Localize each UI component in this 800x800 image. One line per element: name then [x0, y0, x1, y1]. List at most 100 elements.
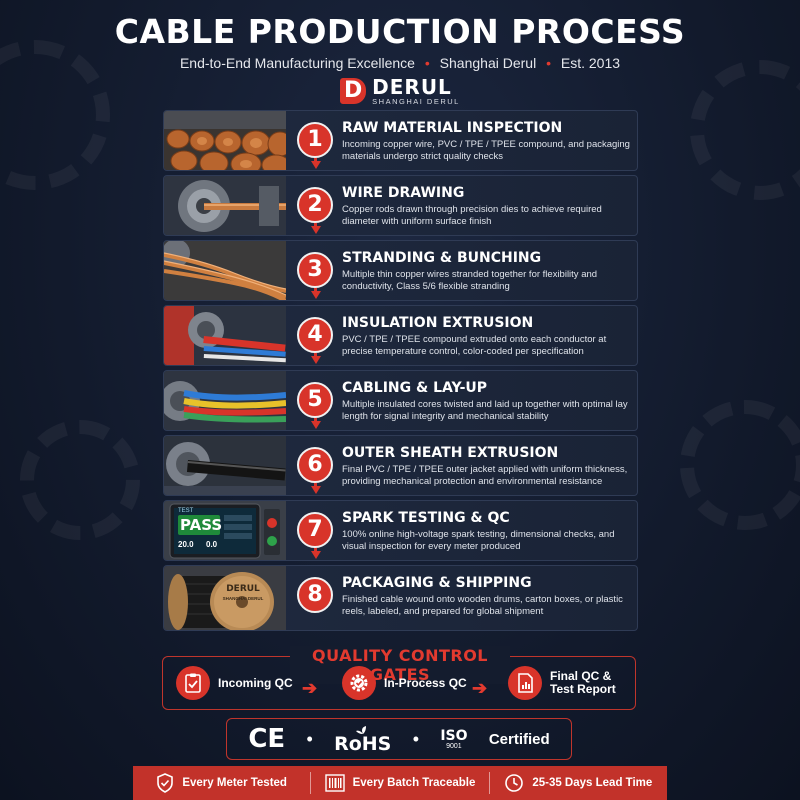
- step-description: Multiple thin copper wires stranded toge…: [342, 269, 598, 292]
- copper-spools-image: [164, 111, 286, 170]
- step-description: 100% online high-voltage spark testing, …: [342, 529, 615, 552]
- leaf-icon: [355, 725, 366, 734]
- footer-item-tested: Every Meter Tested: [133, 773, 310, 793]
- step-title: CABLING & LAY-UP: [342, 380, 488, 396]
- arrow-down-icon: [311, 291, 321, 299]
- step-title: PACKAGING & SHIPPING: [342, 575, 532, 591]
- cable-drum-image: DERUL SHANGHAI DERUL: [164, 566, 286, 630]
- footer-label: 25-35 Days Lead Time: [532, 777, 653, 789]
- qc-gate-final: Final QC & Test Report: [508, 666, 620, 700]
- qc-gate-incoming: Incoming QC: [176, 666, 293, 700]
- background-gear-icon: [680, 400, 800, 530]
- process-steps: 1 RAW MATERIAL INSPECTION Incoming coppe…: [163, 110, 638, 635]
- rohs-mark: RoHS: [334, 725, 391, 754]
- qc-gate-in-process: In-Process QC: [342, 666, 467, 700]
- background-gear-icon: [20, 420, 140, 540]
- step-description: Finished cable wound onto wooden drums, …: [342, 594, 623, 617]
- ce-mark: CE: [248, 724, 286, 754]
- step-number-badge: 3: [297, 252, 333, 288]
- process-step: 4 INSULATION EXTRUSION PVC / TPE / TPEE …: [163, 305, 638, 366]
- logo-subtitle: SHANGHAI DERUL: [372, 97, 460, 106]
- logo-name: DERUL: [372, 75, 452, 99]
- report-chart-icon: [508, 666, 542, 700]
- barcode-icon: [324, 774, 345, 792]
- extruder-red-image: [164, 306, 286, 365]
- shield-check-icon: [157, 773, 174, 793]
- step-description: Copper rods drawn through precision dies…: [342, 204, 602, 227]
- footer-label: Every Meter Tested: [182, 777, 287, 789]
- step-title: WIRE DRAWING: [342, 185, 465, 201]
- step-number-badge: 1: [297, 122, 333, 158]
- stranded-copper-image: [164, 241, 286, 300]
- clipboard-check-icon: [176, 666, 210, 700]
- arrow-down-icon: [311, 226, 321, 234]
- footer-item-lead-time: 25-35 Days Lead Time: [490, 773, 667, 793]
- process-step: 1 RAW MATERIAL INSPECTION Incoming coppe…: [163, 110, 638, 171]
- black-sheath-image: [164, 436, 286, 495]
- step-number-badge: 6: [297, 447, 333, 483]
- process-step: TEST PASS 20.0 0.0 7 SPARK TESTING & QC …: [163, 500, 638, 561]
- step-number-badge: 8: [297, 577, 333, 613]
- cert-separator: •: [412, 728, 419, 749]
- qc-gate-label: Final QC & Test Report: [550, 669, 616, 696]
- tester-tag-label: TEST: [178, 508, 194, 514]
- step-title: RAW MATERIAL INSPECTION: [342, 120, 563, 136]
- iso-mark: ISO 9001: [440, 729, 467, 750]
- subtitle-tagline: End-to-End Manufacturing Excellence: [179, 55, 415, 71]
- process-step: 5 CABLING & LAY-UP Multiple insulated co…: [163, 370, 638, 431]
- quality-gates-title: QUALITY CONTROL GATES: [290, 646, 510, 684]
- arrow-right-icon: ➔: [302, 678, 318, 698]
- qc-gate-label: In-Process QC: [384, 675, 467, 690]
- arrow-down-icon: [311, 551, 321, 559]
- spark-tester-image: TEST PASS 20.0 0.0: [164, 501, 286, 560]
- gear-check-icon: [342, 666, 376, 700]
- subtitle-separator: •: [424, 55, 430, 71]
- drum-brand-sub: SHANGHAI DERUL: [222, 596, 264, 601]
- footer-bar: Every Meter Tested Every Batch Traceable…: [133, 766, 667, 800]
- step-description: Final PVC / TPE / TPEE outer jacket appl…: [342, 464, 628, 487]
- tester-left-readout: 20.0: [178, 540, 194, 549]
- step-description: Multiple insulated cores twisted and lai…: [342, 399, 628, 422]
- cert-separator: •: [306, 728, 313, 749]
- step-number-badge: 5: [297, 382, 333, 418]
- clock-icon: [505, 774, 524, 792]
- iso-number: 9001: [446, 742, 462, 750]
- footer-item-traceable: Every Batch Traceable: [311, 774, 488, 792]
- arrow-down-icon: [311, 421, 321, 429]
- step-number-badge: 2: [297, 187, 333, 223]
- arrow-down-icon: [311, 486, 321, 494]
- step-title: INSULATION EXTRUSION: [342, 315, 534, 331]
- step-description: Incoming copper wire, PVC / TPE / TPEE c…: [342, 139, 630, 162]
- arrow-down-icon: [311, 161, 321, 169]
- logo-mark: D: [340, 78, 367, 105]
- colored-cores-image: [164, 371, 286, 430]
- process-step: DERUL SHANGHAI DERUL 8 PACKAGING & SHIPP…: [163, 565, 638, 631]
- certifications-panel: CE • RoHS • ISO 9001 Certified: [226, 718, 572, 760]
- footer-label: Every Batch Traceable: [352, 777, 476, 789]
- company-logo: D DERUL SHANGHAI DERUL: [0, 77, 800, 106]
- process-step: 6 OUTER SHEATH EXTRUSION Final PVC / TPE…: [163, 435, 638, 496]
- arrow-down-icon: [311, 356, 321, 364]
- tester-status-display: PASS: [180, 516, 223, 534]
- footer-divider: [310, 772, 312, 794]
- step-number-badge: 4: [297, 317, 333, 353]
- step-title: SPARK TESTING & QC: [342, 510, 510, 526]
- footer-divider: [488, 772, 490, 794]
- step-number-badge: 7: [297, 512, 333, 548]
- drawing-die-image: [164, 176, 286, 235]
- step-title: OUTER SHEATH EXTRUSION: [342, 445, 559, 461]
- step-description: PVC / TPE / TPEE compound extruded onto …: [342, 334, 607, 357]
- subtitle-company: Shanghai Derul: [439, 55, 537, 71]
- certified-label: Certified: [488, 730, 550, 748]
- drum-brand-label: DERUL: [226, 584, 260, 594]
- arrow-right-icon: ➔: [472, 678, 488, 698]
- process-step: 2 WIRE DRAWING Copper rods drawn through…: [163, 175, 638, 236]
- iso-label: ISO: [440, 727, 468, 744]
- page-title: CABLE PRODUCTION PROCESS: [114, 12, 686, 51]
- step-title: STRANDING & BUNCHING: [342, 250, 542, 266]
- process-step: 3 STRANDING & BUNCHING Multiple thin cop…: [163, 240, 638, 301]
- tester-right-readout: 0.0: [206, 540, 218, 549]
- rohs-label: RoHS: [334, 732, 392, 755]
- subtitle-established: Est. 2013: [560, 55, 621, 71]
- subtitle-separator: •: [546, 55, 551, 71]
